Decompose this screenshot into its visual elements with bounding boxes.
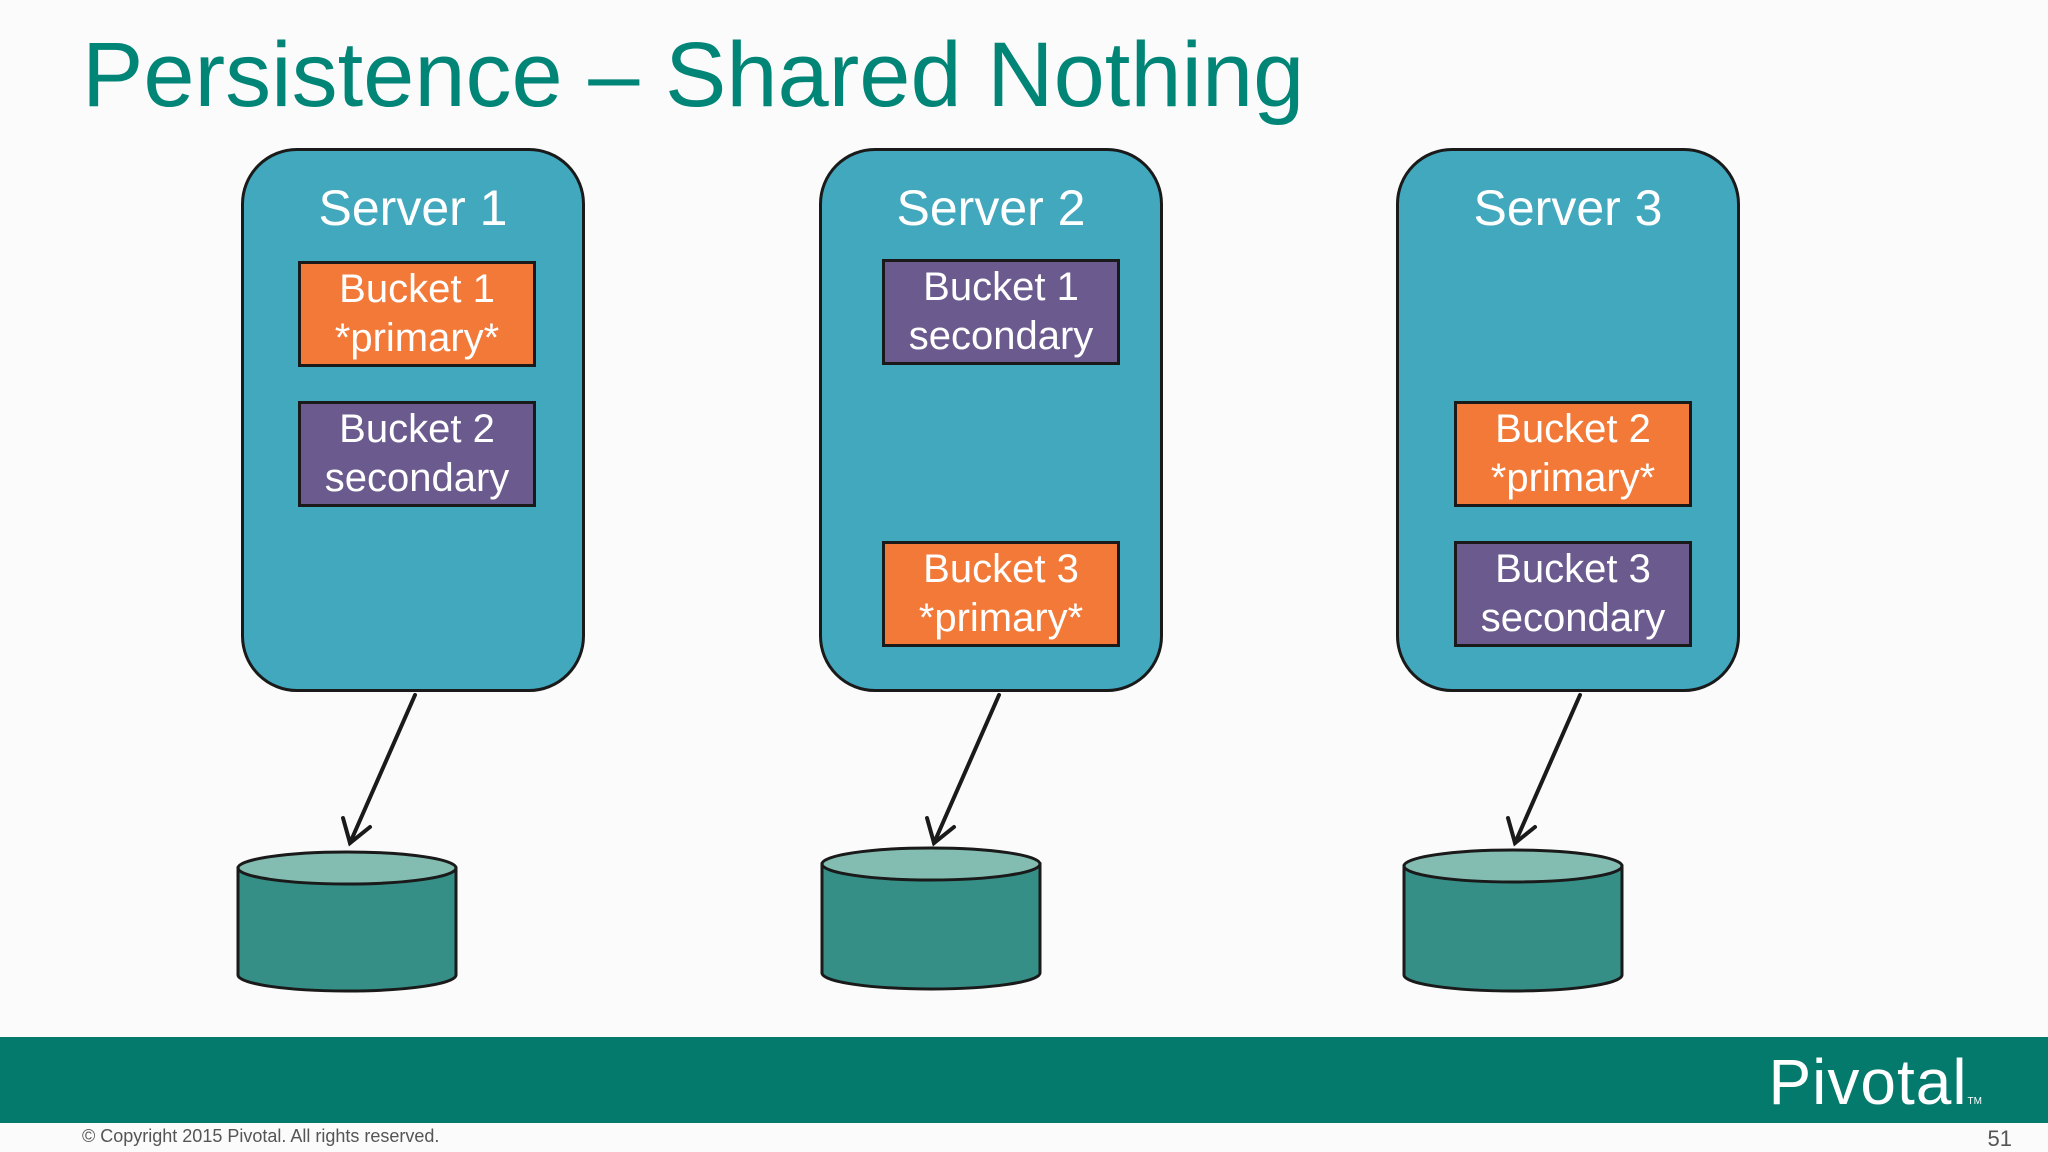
server-2-box: Server 2 Bucket 1 secondary Bucket 3 *pr… xyxy=(819,148,1163,692)
bucket-name: Bucket 3 xyxy=(1495,547,1651,591)
disk-2-cylinder xyxy=(820,846,1042,991)
server-label: Server 1 xyxy=(318,180,508,236)
bucket-3-primary: Bucket 3 *primary* xyxy=(882,541,1120,647)
disk-1-cylinder xyxy=(236,850,458,993)
footer-bar: PivotalTM xyxy=(0,1037,2048,1123)
copyright-notice: © Copyright 2015 Pivotal. All rights res… xyxy=(82,1126,440,1146)
arrow-head-3 xyxy=(1506,816,1537,847)
bucket-name: Bucket 1 xyxy=(923,265,1079,309)
bucket-role: secondary xyxy=(324,456,510,500)
logo-text: Pivotal xyxy=(1768,1046,1968,1118)
bucket-name: Bucket 1 xyxy=(339,267,495,311)
bucket-name: Bucket 2 xyxy=(1495,407,1651,451)
bucket-role: secondary xyxy=(908,314,1094,358)
arrow-server-1-to-disk-1 xyxy=(348,693,417,845)
arrow-server-2-to-disk-2 xyxy=(932,693,1001,845)
disk-3-cylinder xyxy=(1402,848,1624,993)
bucket-role: *primary* xyxy=(1490,456,1656,500)
server-3-box: Server 3 Bucket 2 *primary* Bucket 3 sec… xyxy=(1396,148,1740,692)
arrow-server-3-to-disk-3 xyxy=(1513,693,1582,845)
bucket-role: secondary xyxy=(1480,596,1666,640)
bucket-role: *primary* xyxy=(918,596,1084,640)
server-label: Server 2 xyxy=(896,180,1086,236)
slide-number: 51 xyxy=(1987,1126,2012,1151)
bucket-role: *primary* xyxy=(334,316,500,360)
bucket-3-secondary: Bucket 3 secondary xyxy=(1454,541,1692,647)
bucket-name: Bucket 3 xyxy=(923,547,1079,591)
arrow-head-2 xyxy=(925,816,956,847)
bucket-2-primary: Bucket 2 *primary* xyxy=(1454,401,1692,507)
bucket-name: Bucket 2 xyxy=(339,407,495,451)
bucket-1-primary: Bucket 1 *primary* xyxy=(298,261,536,367)
arrow-head-1 xyxy=(341,816,372,847)
server-1-box: Server 1 Bucket 1 *primary* Bucket 2 sec… xyxy=(241,148,585,692)
server-label: Server 3 xyxy=(1473,180,1663,236)
pivotal-logo: PivotalTM xyxy=(1768,1045,1982,1119)
trademark-mark: TM xyxy=(1967,1096,1982,1107)
bucket-1-secondary: Bucket 1 secondary xyxy=(882,259,1120,365)
bucket-2-secondary: Bucket 2 secondary xyxy=(298,401,536,507)
slide-title: Persistence – Shared Nothing xyxy=(82,24,1305,126)
